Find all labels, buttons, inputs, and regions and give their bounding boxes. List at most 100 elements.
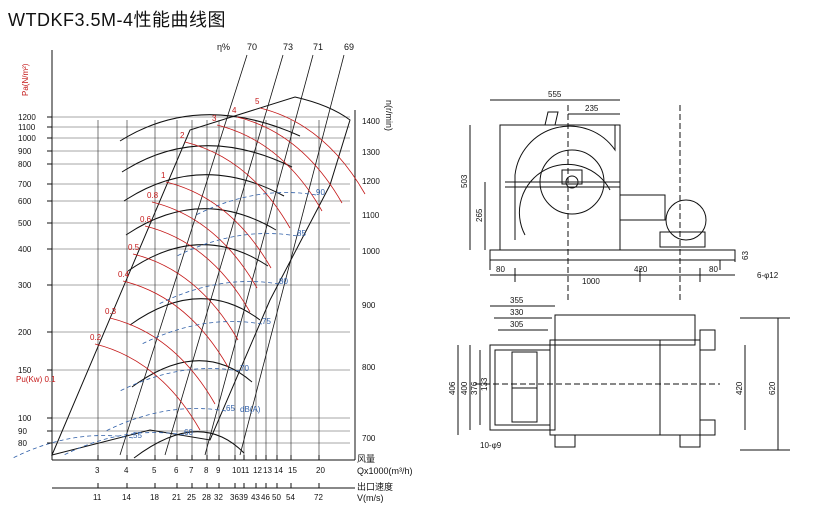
dim-1000: 1000: [582, 277, 600, 286]
chart-title: WTDKF3.5M-4性能曲线图: [8, 10, 227, 30]
envelope-curve: [51, 96, 351, 456]
noise-curve: [105, 408, 227, 432]
flow-tick: 13: [263, 466, 272, 475]
speed-curve: [119, 114, 301, 142]
pressure-tick: 80: [18, 439, 27, 448]
dim-400: 400: [460, 381, 469, 395]
noise-tick: 65: [226, 404, 235, 413]
rpm-tick: 800: [362, 363, 376, 372]
efficiency-tick: 73: [283, 42, 293, 52]
power-curve: [216, 124, 323, 212]
chart-axes: [51, 50, 356, 489]
dim-305: 305: [510, 320, 524, 329]
efficiency-line: [239, 54, 345, 456]
power-tick: 5: [255, 97, 260, 106]
velocity-tick: 36: [230, 493, 239, 502]
power-curve: [109, 317, 216, 405]
power-curve: [144, 225, 251, 313]
pressure-tick: 100: [18, 414, 32, 423]
velocity-tick: 28: [202, 493, 211, 502]
velocity-tick: 43: [251, 493, 260, 502]
power-curve: [259, 107, 366, 195]
velocity-label: V(m/s): [357, 493, 384, 503]
power-curve: [165, 181, 272, 269]
noise-tick: 55: [133, 431, 142, 440]
chart-curves: [12, 54, 366, 459]
speed-curve: [123, 174, 285, 202]
velocity-tick: 21: [172, 493, 181, 502]
pressure-tick: 500: [18, 219, 32, 228]
dim-330: 330: [510, 308, 524, 317]
flow-tick: 5: [152, 466, 157, 475]
rpm-tick: 1100: [362, 211, 380, 220]
velocity-tick: 18: [150, 493, 159, 502]
pressure-tick: 150: [18, 366, 32, 375]
power-curve: [132, 253, 239, 341]
power-tick: 4: [232, 106, 237, 115]
rpm-tick: 900: [362, 301, 376, 310]
pressure-tick: 600: [18, 197, 32, 206]
chart-grid: [52, 116, 350, 460]
velocity-tick: 25: [187, 493, 196, 502]
noise-tick: 80: [279, 277, 288, 286]
dim-133: 133: [480, 377, 489, 391]
flow-tick: 4: [124, 466, 129, 475]
power-curve: [94, 343, 201, 431]
velocity-tick: 72: [314, 493, 323, 502]
dim-420-front: 420: [735, 381, 744, 395]
speed-curve: [129, 298, 261, 326]
noise-curve: [119, 368, 241, 392]
flow-tick: 9: [216, 466, 221, 475]
flow-tick: 3: [95, 466, 100, 475]
noise-tick: 75: [262, 317, 271, 326]
power-label: Pu(Kw) 0.1: [16, 375, 56, 384]
flow-tick: 11: [241, 466, 250, 475]
power-tick: 0.8: [147, 191, 159, 200]
flow-tick: 8: [204, 466, 209, 475]
power-curve: [236, 116, 343, 204]
flow-tick: 20: [316, 466, 325, 475]
rpm-tick: 1200: [362, 177, 380, 186]
efficiency-line: [119, 54, 248, 456]
rpm-tick: 1000: [362, 247, 380, 256]
power-tick: 2: [180, 131, 185, 140]
dim-265: 265: [475, 208, 484, 222]
speed-curve: [133, 431, 245, 459]
pressure-tick: 800: [18, 160, 32, 169]
pressure-tick: 90: [18, 427, 27, 436]
dim-6-phi-12: 6-φ12: [757, 271, 779, 280]
velocity-tick: 14: [122, 493, 131, 502]
power-tick: 3: [212, 114, 217, 123]
front-view-drawing: [457, 305, 790, 451]
dim-10-phi-9: 10-φ9: [480, 441, 502, 450]
efficiency-tick: 69: [344, 42, 354, 52]
pressure-tick: 200: [18, 328, 32, 337]
power-tick: 0.4: [118, 270, 130, 279]
pressure-tick: 1000: [18, 134, 36, 143]
flow-tick: 10: [232, 466, 241, 475]
pressure-ticks: 1200110010009008007006005004003002001501…: [18, 113, 52, 448]
flow-tick: 15: [288, 466, 297, 475]
speed-curve: [125, 208, 277, 236]
pressure-tick: 400: [18, 245, 32, 254]
rpm-tick: 1400: [362, 117, 380, 126]
dim-620: 620: [768, 381, 777, 395]
pressure-axis-label: Pa(N/m²): [21, 63, 30, 96]
power-tick: 0.6: [140, 215, 152, 224]
noise-tick: 85: [297, 229, 306, 238]
velocity-tick: 54: [286, 493, 295, 502]
speed-curve: [127, 244, 269, 272]
dim-420: 420: [634, 265, 648, 274]
pressure-tick: 900: [18, 147, 32, 156]
velocity-tick: 50: [272, 493, 281, 502]
power-curve: [151, 201, 258, 289]
flow-tick: 14: [274, 466, 283, 475]
power-curve: [184, 141, 291, 229]
side-view-drawing: [469, 99, 736, 300]
velocity-tick: 32: [214, 493, 223, 502]
efficiency-tick: 71: [313, 42, 323, 52]
